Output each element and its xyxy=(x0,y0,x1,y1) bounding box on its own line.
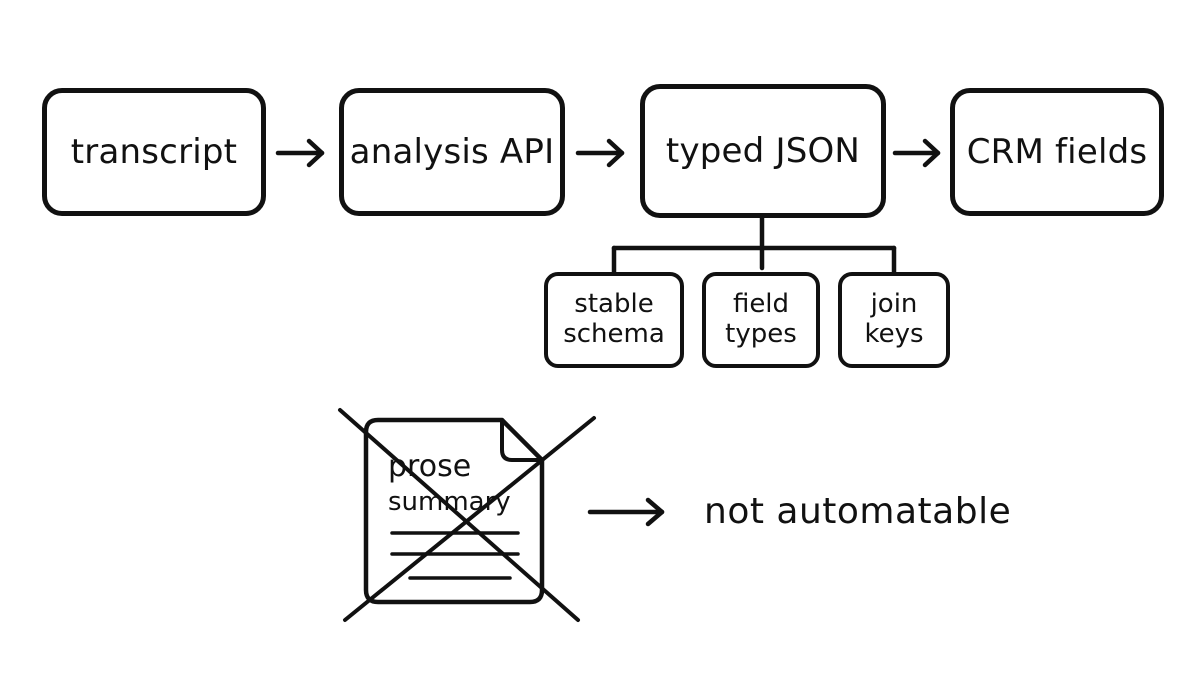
arrow-analysis-to-json xyxy=(575,138,625,168)
property-stable-schema-line1: stable xyxy=(574,289,654,320)
step-transcript: transcript xyxy=(42,88,266,216)
step-transcript-label: transcript xyxy=(70,132,238,172)
step-analysis-api: analysis API xyxy=(339,88,565,216)
step-analysis-api-label: analysis API xyxy=(349,132,555,172)
step-crm-fields-label: CRM fields xyxy=(966,132,1148,172)
result-not-automatable: not automatable xyxy=(704,491,1012,532)
arrow-transcript-to-analysis xyxy=(275,138,325,168)
document-title-line2: summary xyxy=(388,487,511,517)
document-title-line1: prose xyxy=(388,449,472,484)
arrow-to-not-automatable xyxy=(587,497,665,527)
property-stable-schema-line2: schema xyxy=(563,319,665,349)
step-typed-json-label: typed JSON xyxy=(665,131,861,171)
property-field-types-line2: types xyxy=(725,319,797,349)
step-typed-json: typed JSON xyxy=(640,84,886,218)
step-crm-fields: CRM fields xyxy=(950,88,1164,216)
property-join-keys-line2: keys xyxy=(864,319,924,349)
cross-out-mark xyxy=(338,408,596,622)
property-join-keys: join keys xyxy=(838,272,950,368)
property-field-types-line1: field xyxy=(732,289,790,320)
document-lines xyxy=(390,531,520,580)
property-stable-schema: stable schema xyxy=(544,272,684,368)
property-field-types: field types xyxy=(702,272,820,368)
arrow-json-to-crm xyxy=(892,138,941,168)
property-join-keys-line1: join xyxy=(870,289,918,320)
tree-connector xyxy=(611,214,897,277)
